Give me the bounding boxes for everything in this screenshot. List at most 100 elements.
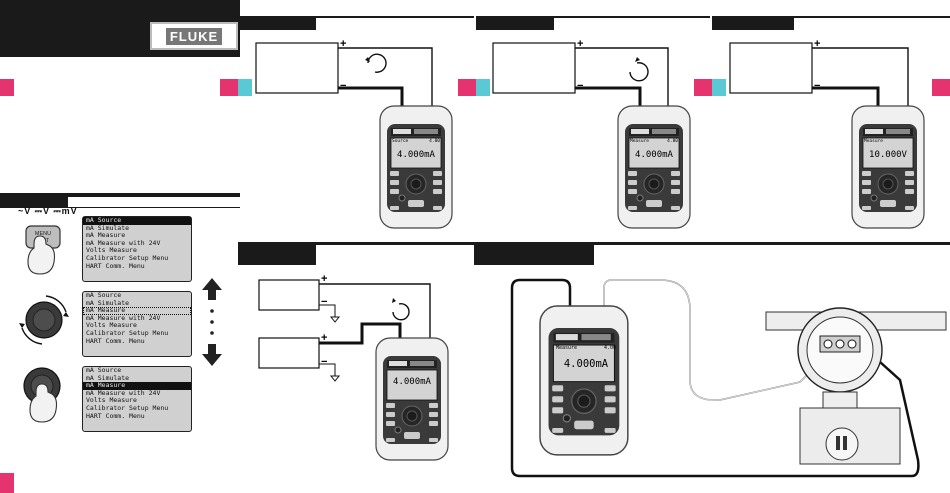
panel-2-loop-arrow-icon: [629, 62, 649, 82]
p2-minus: −: [577, 80, 584, 92]
menu-item[interactable]: mA Simulate: [86, 299, 130, 307]
meter-5-value: 4.000mA: [563, 358, 609, 370]
meter-2-mode: Measure: [630, 139, 649, 144]
panel-3-plus-wire: [812, 47, 909, 108]
p4a-plus: +: [321, 273, 328, 285]
brand-name: FLUKE: [165, 27, 223, 45]
panel-2-plus-wire: [575, 47, 669, 108]
panel-3-minus-wire: [812, 86, 880, 112]
menu-item[interactable]: HART Comm. Menu: [86, 337, 145, 345]
panel-1-cyan-marker: [238, 79, 252, 96]
menu-item[interactable]: Volts Measure: [86, 322, 137, 330]
p3-plus: +: [814, 38, 821, 50]
panel-2-cyan-marker: [476, 79, 490, 96]
menu-item[interactable]: HART Comm. Menu: [86, 262, 145, 270]
menu-item[interactable]: Calibrator Setup Menu: [86, 329, 169, 337]
menu-item[interactable]: mA Measure with 24V: [86, 389, 161, 397]
meter-1-screen: Source 4.00 4.000mA: [392, 139, 440, 167]
p1-minus: −: [340, 80, 347, 92]
panel-5-wire-white: [603, 279, 821, 401]
section-rule-menu: [68, 207, 240, 208]
meter-1-value: 4.000mA: [397, 150, 435, 160]
panel-2-pink-marker: [458, 79, 476, 96]
menu-item[interactable]: HART Comm. Menu: [86, 412, 145, 420]
meter-1-range: 4.00: [429, 139, 440, 144]
dc-millivolts-symbol: ⎓mV: [53, 206, 78, 216]
menu-item[interactable]: mA Measure with 24V: [86, 314, 161, 322]
panel-1-tab: [238, 16, 316, 30]
menu-item[interactable]: mA Source: [86, 367, 122, 374]
panel-2-loop-device: [492, 42, 576, 94]
menu-item[interactable]: Calibrator Setup Menu: [86, 404, 169, 412]
ac-volts-symbol: ~V: [18, 206, 32, 216]
meter-1-mode: Source: [392, 139, 409, 144]
panel-4-mid-wire: [319, 322, 402, 345]
dc-volts-symbol: ⎓V: [34, 206, 50, 216]
menu-item[interactable]: mA Measure: [83, 307, 191, 315]
meter-5-range: 4.00: [603, 345, 616, 351]
section-bar-menu: [0, 193, 240, 197]
panel-3-cyan-marker: [712, 79, 726, 96]
panel-5-rule: [474, 242, 950, 245]
scroll-arrows-illustration: [202, 278, 222, 366]
panel-4-rule: [238, 242, 474, 245]
panel-1-minus-wire: [338, 86, 404, 112]
transmitter-illustration: [765, 307, 947, 465]
meter-3-mode: Measure: [864, 139, 883, 144]
knob-press-illustration: [23, 367, 61, 423]
menu-item[interactable]: Volts Measure: [86, 397, 137, 405]
menu-item[interactable]: mA Measure with 24V: [86, 239, 161, 247]
meter-2-range: 4.00: [667, 139, 678, 144]
p3-minus: −: [814, 80, 821, 92]
menu-label: MENU: [35, 231, 51, 237]
menu-item[interactable]: mA Measure: [86, 232, 126, 240]
panel-3-loop-device: [729, 42, 813, 94]
panel-1-pink-marker: [220, 79, 238, 96]
panel-4-device-a: [258, 279, 320, 311]
panel-5-wire-black: [510, 278, 920, 478]
registered-mark: ®: [222, 26, 228, 35]
panel-4-device-b: [258, 337, 320, 369]
p1-plus: +: [340, 38, 347, 50]
p4b-minus: −: [321, 356, 328, 368]
panel-3-pink-marker: [694, 79, 712, 96]
menu-item[interactable]: mA Source: [86, 292, 122, 299]
panel-1-plus-wire: [338, 47, 433, 108]
panel-1-loop-arrow-icon: [367, 53, 387, 73]
meter-3-value: 10.000V: [869, 150, 907, 160]
meter-2-screen: Measure 4.00 4.000mA: [630, 139, 678, 167]
meter-4-screen: 4.000mA: [388, 371, 436, 399]
menu-item[interactable]: Volts Measure: [86, 247, 137, 255]
fluke-logo: FLUKE: [150, 22, 238, 50]
menu-item[interactable]: mA Simulate: [86, 224, 130, 232]
panel-2-tab: [476, 16, 554, 30]
meter-2-value: 4.000mA: [635, 150, 673, 160]
voltage-symbols: ~V ⎓V ⎓mV: [18, 206, 78, 217]
panel-1-rule: [316, 16, 474, 18]
p4a-minus: −: [321, 296, 328, 308]
panel-right-pink-marker: [932, 79, 950, 96]
meter-3-screen: Measure 10.000V: [864, 139, 912, 167]
p2-plus: +: [577, 38, 584, 50]
panel-5-tab: [474, 242, 594, 265]
panel-4-plus-wire: [319, 283, 431, 340]
menu-exit-button-illustration: MENU EXIT: [25, 225, 61, 275]
panel-2-rule: [554, 16, 710, 18]
p4b-plus: +: [321, 332, 328, 344]
panel-3-tab: [712, 16, 794, 30]
menu-item[interactable]: mA Source: [83, 217, 191, 225]
menu-item[interactable]: mA Simulate: [86, 374, 130, 382]
up-arrow-icon: [202, 278, 222, 300]
menu-item[interactable]: mA Measure: [83, 382, 191, 390]
down-arrow-icon: [202, 344, 222, 366]
pink-marker-bottom: [0, 473, 14, 493]
menu-item[interactable]: Calibrator Setup Menu: [86, 254, 169, 262]
panel-4-loop-arrow-icon: [392, 303, 410, 321]
pink-marker-left: [0, 79, 14, 96]
panel-1-loop-device: [255, 42, 339, 94]
